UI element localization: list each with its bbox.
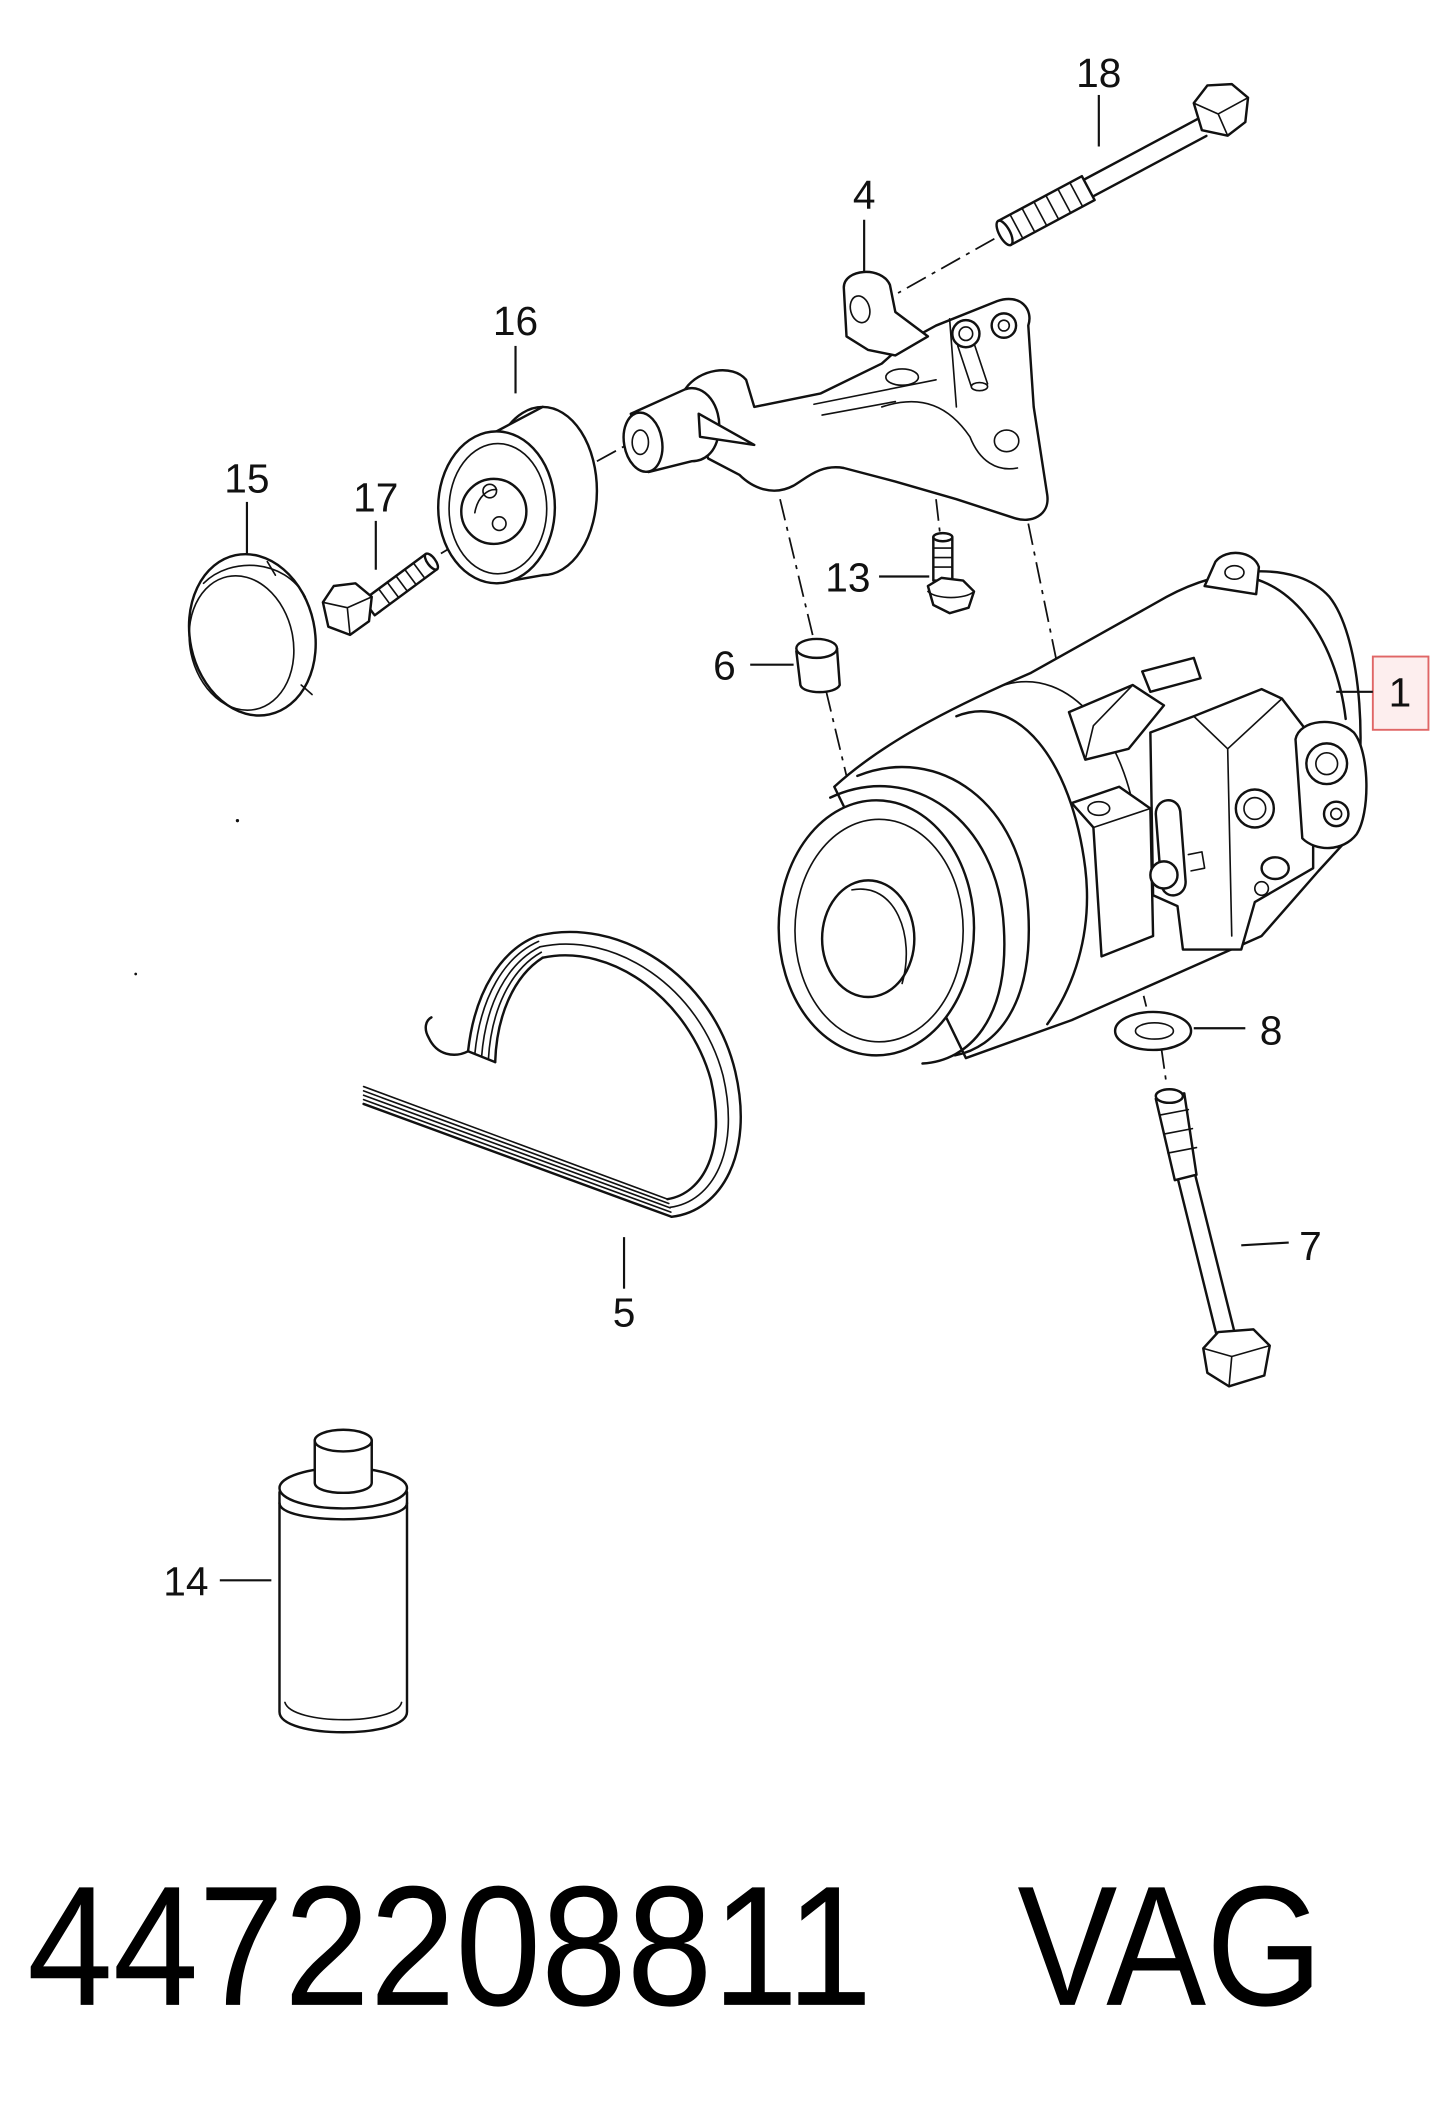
callout-1: 1: [1336, 655, 1430, 731]
callout-label: 13: [825, 554, 870, 600]
callout-14: 14: [163, 1558, 272, 1604]
pulley-drawing: [436, 405, 599, 585]
brand: VAG: [1017, 1851, 1322, 2042]
callouts: 18 4 16 15 17 13 6 1: [163, 50, 1430, 1604]
callout-13: 13: [825, 554, 930, 600]
pulley-bolt-drawing: [321, 552, 440, 637]
callout-7: 7: [1241, 1223, 1322, 1269]
callout-label: 5: [613, 1290, 636, 1336]
bracket-drawing: [622, 270, 1049, 521]
callout-18: 18: [1076, 50, 1121, 147]
compressor-drawing: [777, 551, 1368, 1065]
cylinder-part-drawing: [278, 1428, 409, 1734]
callout-label: 8: [1260, 1008, 1283, 1054]
mounting-bolt-drawing: [995, 82, 1250, 247]
part-number: 4472208811: [27, 1851, 872, 2042]
callout-label: 4: [853, 172, 876, 218]
callout-15: 15: [224, 455, 270, 554]
caption: 4472208811 VAG: [27, 1851, 1322, 2042]
callout-label: 6: [713, 643, 736, 689]
callout-label: 15: [224, 455, 269, 501]
specks: [134, 819, 240, 976]
callout-4: 4: [853, 172, 876, 272]
callout-label: 14: [163, 1558, 208, 1604]
callout-label: 1: [1389, 670, 1412, 716]
long-bolt-drawing: [1154, 1088, 1271, 1388]
callout-17: 17: [353, 474, 398, 570]
ribbed-belt-drawing: [362, 930, 742, 1219]
callout-label: 17: [353, 474, 398, 520]
callout-6: 6: [713, 643, 794, 689]
callout-label: 18: [1076, 50, 1121, 96]
callout-label: 16: [493, 298, 538, 344]
callout-5: 5: [613, 1237, 636, 1336]
highlight-box: [1371, 655, 1430, 731]
cap-drawing: [187, 552, 317, 717]
sleeve-drawing: [795, 637, 841, 694]
callout-8: 8: [1193, 1008, 1283, 1054]
washer-drawing: [1113, 1010, 1193, 1052]
callout-label: 7: [1299, 1223, 1322, 1269]
small-bolt-drawing: [926, 531, 976, 615]
callout-16: 16: [493, 298, 538, 394]
